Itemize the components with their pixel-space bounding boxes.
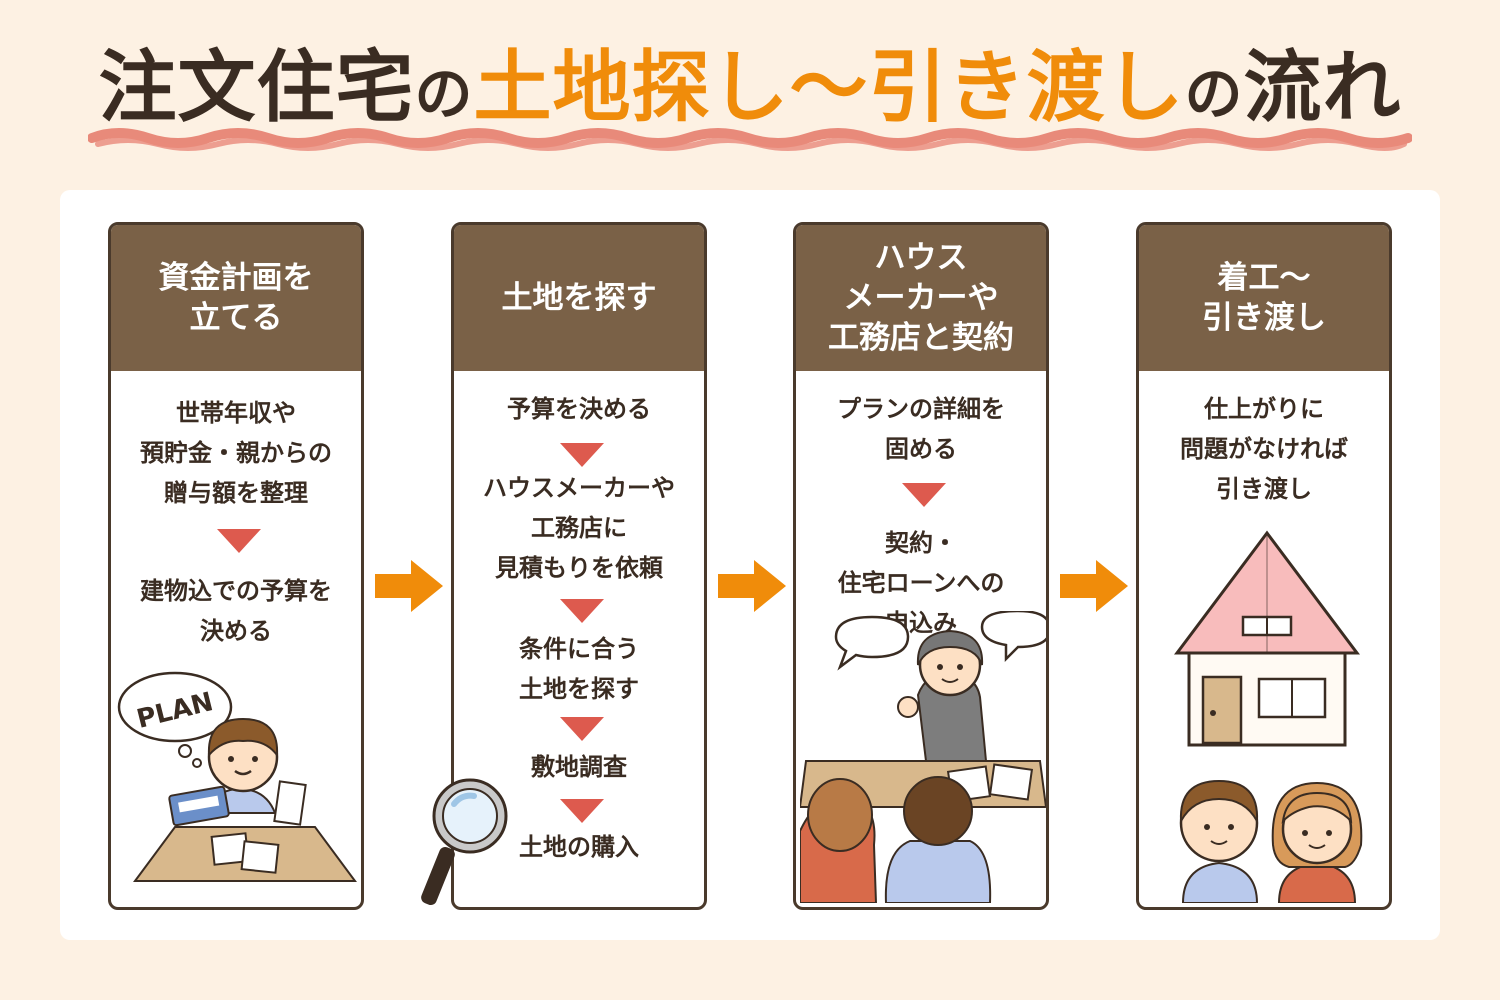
title-part-4: の (1184, 60, 1244, 128)
house-illustration (1174, 530, 1360, 747)
page-title: 注文住宅の土地探し〜引き渡しの流れ (0, 38, 1500, 144)
step-3-title: ハウス メーカーや 工務店と契約 (796, 225, 1046, 371)
down-triangle-icon (560, 717, 604, 741)
step-4-line-1: 仕上がりに 問題がなければ 引き渡し (1180, 395, 1348, 503)
step-1-line-2: 建物込での予算を 決める (140, 577, 332, 645)
step-2-title: 土地を探す (454, 225, 704, 371)
title-part-1: 注文住宅 (98, 43, 415, 133)
step-1-title: 資金計画を 立てる (111, 225, 361, 371)
consultation-illustration (800, 611, 1046, 903)
step-2-line-4: 敷地調査 (531, 753, 627, 781)
step-4-title: 着工〜 引き渡し (1139, 225, 1389, 371)
couple-illustration (1179, 779, 1363, 903)
flow-arrow-icon (375, 560, 443, 612)
step-1-card: 資金計画を 立てる 世帯年収や 預貯金・親からの 贈与額を整理 建物込での予算を… (108, 222, 364, 910)
title-underline (88, 128, 1412, 151)
step-1-line-1: 世帯年収や 預貯金・親からの 贈与額を整理 (140, 399, 332, 507)
title-highlight: 土地探し〜引き渡し (473, 43, 1185, 133)
flow-arrow-icon (1060, 560, 1128, 612)
step-2-line-3: 条件に合う 土地を探す (519, 635, 639, 703)
planning-person-illustration: PLAN (117, 671, 357, 882)
down-triangle-icon (902, 483, 946, 507)
flow-arrow-icon (718, 560, 786, 612)
step-2-line-2: ハウスメーカーや 工務店に 見積もりを依頼 (483, 474, 675, 582)
title-part-5: 流れ (1243, 43, 1402, 133)
down-triangle-icon (217, 529, 261, 553)
down-triangle-icon (560, 599, 604, 623)
step-3-line-1: プランの詳細を 固める (837, 395, 1005, 463)
step-4-card: 着工〜 引き渡し 仕上がりに 問題がなければ 引き渡し (1136, 222, 1392, 910)
step-3-card: ハウス メーカーや 工務店と契約 プランの詳細を 固める 契約・ 住宅ローンへの… (793, 222, 1049, 910)
title-part-2: の (414, 60, 474, 128)
step-2-line-1: 予算を決める (507, 395, 651, 423)
step-2-line-5: 土地の購入 (519, 833, 639, 861)
magnifier-icon (421, 778, 508, 906)
down-triangle-icon (560, 443, 604, 467)
down-triangle-icon (560, 799, 604, 823)
